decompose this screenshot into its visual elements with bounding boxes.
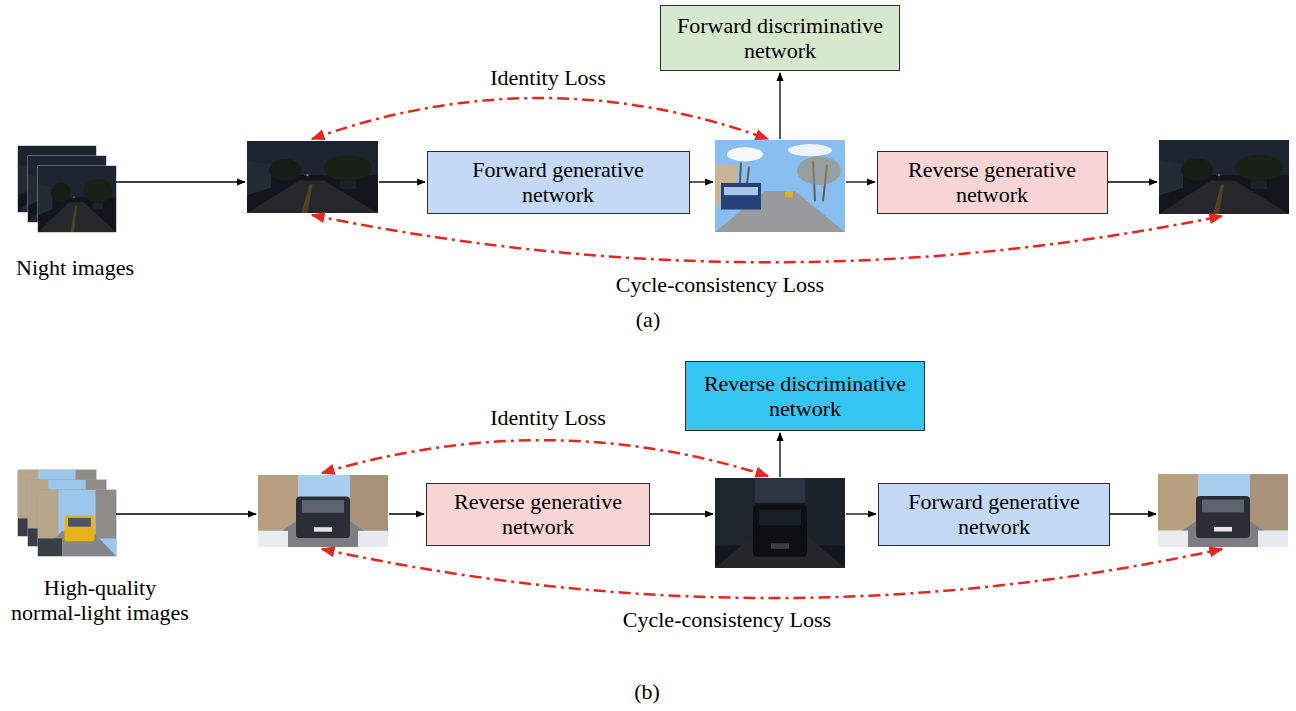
night-stack: [18, 146, 116, 232]
cycle-loss-curve: [312, 215, 1222, 262]
flow-arrow: [650, 513, 713, 514]
loss-label: Cycle-consistency Loss: [620, 607, 834, 632]
identity-loss-curve: [312, 98, 768, 139]
reconstructed-day-photo: [1158, 474, 1288, 547]
image-caption: Night images: [13, 255, 137, 280]
flow-arrow: [779, 433, 780, 477]
generator-box: Forward generative network: [427, 151, 690, 214]
box-text: Forward discriminative network: [673, 13, 888, 64]
flow-arrow: [690, 181, 713, 182]
loss-label: Identity Loss: [487, 65, 609, 90]
darkened-photo: [715, 478, 845, 568]
generator-box: Forward generative network: [878, 483, 1110, 546]
flow-arrow: [116, 513, 256, 514]
flow-arrow: [379, 181, 425, 182]
flow-arrows: [116, 73, 1157, 514]
photo-frame: [38, 490, 116, 556]
box-text: Forward generative network: [466, 157, 651, 208]
discriminator-box: Forward discriminative network: [660, 5, 900, 71]
cycle-loss-curve: [322, 549, 1222, 598]
reconstructed-night-photo: [1159, 140, 1289, 214]
identity-loss-curve: [322, 440, 768, 476]
enhanced-photo: [715, 140, 845, 232]
photo-frame: [38, 166, 116, 232]
night-photo: [38, 166, 116, 232]
flow-arrow: [846, 513, 876, 514]
subfigure-label: (b): [631, 679, 663, 704]
generator-box: Reverse generative network: [877, 151, 1108, 214]
day-input-photo: [258, 475, 388, 547]
flow-arrow: [116, 181, 245, 182]
image-caption: High-quality normal-light images: [6, 575, 195, 626]
loss-curves: [312, 98, 1222, 598]
discriminator-box: Reverse discriminative network: [685, 361, 925, 431]
day-stack: [18, 470, 116, 556]
loss-label: Identity Loss: [487, 405, 609, 430]
generator-box: Reverse generative network: [426, 483, 650, 546]
flow-arrow: [1110, 513, 1156, 514]
loss-label: Cycle-consistency Loss: [613, 272, 827, 297]
flow-arrow: [846, 181, 875, 182]
flow-arrow: [389, 513, 424, 514]
subfigure-label: (a): [633, 307, 663, 332]
box-text: Reverse discriminative network: [698, 371, 913, 422]
night-input-photo: [247, 141, 378, 213]
day-photo: [38, 490, 116, 556]
box-text: Reverse generative network: [446, 489, 631, 540]
flow-arrow: [1108, 181, 1157, 182]
flow-arrow: [779, 73, 780, 139]
box-text: Reverse generative network: [900, 157, 1085, 208]
box-text: Forward generative network: [902, 489, 1087, 540]
